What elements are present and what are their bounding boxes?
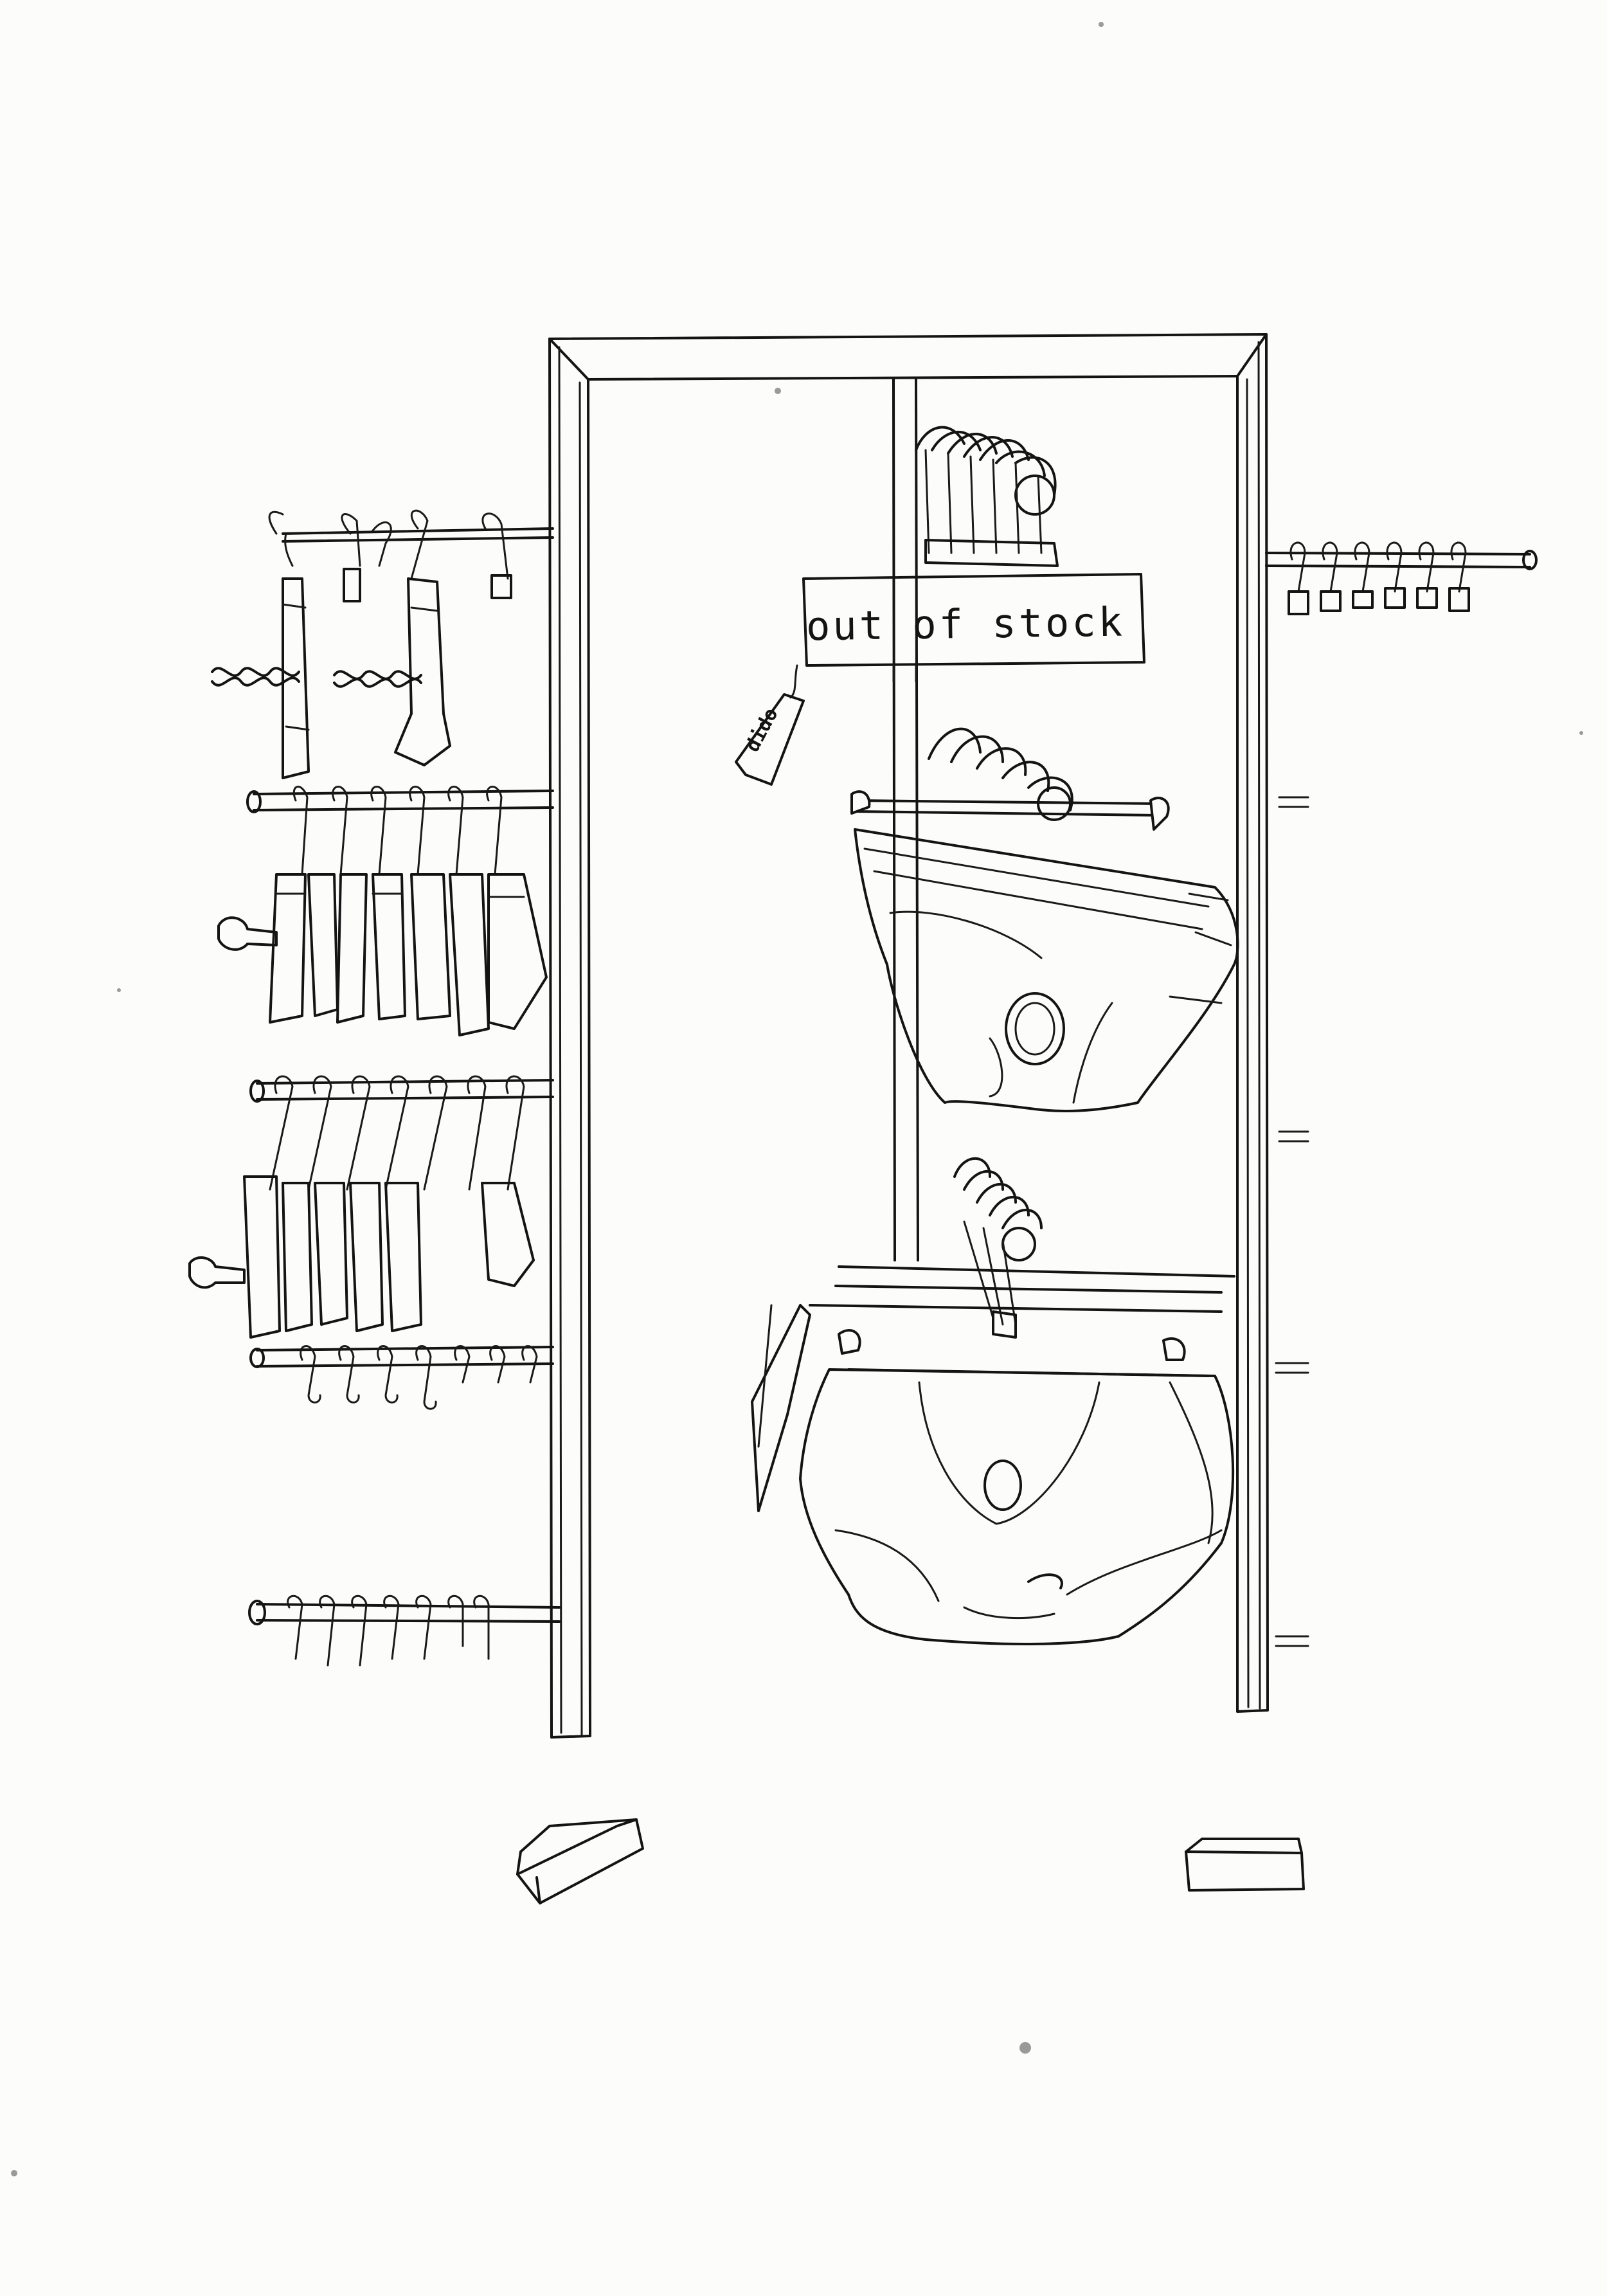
left-rails — [246, 527, 561, 1625]
sign-label: out of stock — [805, 598, 1126, 649]
right-rail — [1265, 541, 1538, 615]
rail-2-hangers — [217, 786, 548, 1036]
rail-4-hooks — [300, 1345, 538, 1410]
rail-3-hangers — [188, 1075, 535, 1339]
display-frame — [548, 333, 1309, 1739]
paper-texture — [11, 22, 1583, 2176]
rail-5-loops — [287, 1595, 490, 1667]
out-of-stock-sign — [735, 573, 1145, 786]
rail-1-socks — [211, 509, 512, 779]
upper-briefs-display — [850, 727, 1239, 1112]
top-hanger-bundle — [915, 426, 1059, 567]
lower-briefs-display — [751, 1157, 1235, 1645]
frame-feet — [516, 1818, 1305, 1904]
